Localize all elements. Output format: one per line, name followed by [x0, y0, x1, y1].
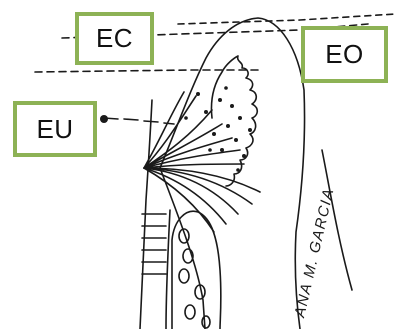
- label-eu: EU: [13, 101, 97, 157]
- cell: [185, 305, 195, 319]
- lower-dashed-line: [35, 70, 262, 72]
- cell: [179, 269, 189, 283]
- top-dashed-line: [178, 14, 395, 24]
- label-eu-text: EU: [36, 114, 73, 145]
- eu-pointer-dot: [100, 115, 108, 123]
- duct-line-2: [166, 210, 170, 329]
- label-eo: EO: [301, 26, 388, 83]
- artist-signature: ANA M. GARCIA: [291, 186, 338, 320]
- inner-boundary: [211, 56, 257, 186]
- label-ec-text: EC: [96, 23, 133, 54]
- label-eo-text: EO: [325, 39, 364, 70]
- label-ec: EC: [75, 12, 154, 65]
- eu-pointer-line: [104, 118, 174, 124]
- cell: [202, 316, 210, 328]
